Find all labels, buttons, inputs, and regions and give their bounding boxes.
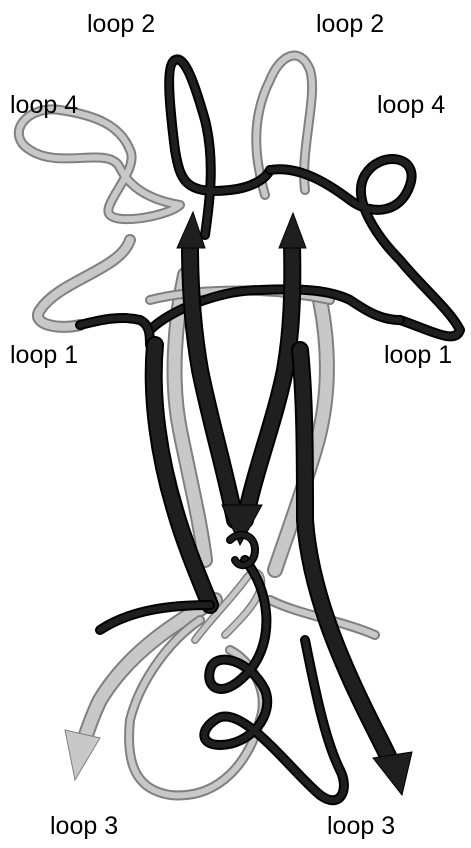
label-loop2-right: loop 2 <box>316 12 384 37</box>
label-loop2-left: loop 2 <box>87 12 155 37</box>
chain-b-light <box>19 56 375 796</box>
label-loop1-left: loop 1 <box>10 343 78 368</box>
label-loop3-right: loop 3 <box>327 814 395 839</box>
label-loop4-left: loop 4 <box>10 93 78 118</box>
dark-arrow-up-right <box>279 213 306 248</box>
label-loop1-right: loop 1 <box>384 343 452 368</box>
light-arrow-down-left <box>65 730 100 780</box>
label-loop4-right: loop 4 <box>377 93 445 118</box>
light-loop4-left <box>19 109 180 219</box>
dark-loop1-bridge <box>80 289 400 345</box>
dark-arrow-down-right <box>373 752 412 795</box>
label-loop3-left: loop 3 <box>50 814 118 839</box>
